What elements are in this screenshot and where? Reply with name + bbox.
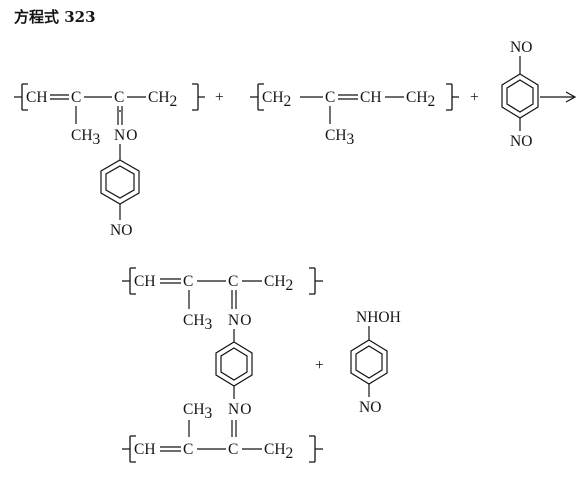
product-upper-n-oxide: NO (228, 312, 251, 329)
product-lower-ch: CH (134, 441, 156, 458)
byproduct-nitroso: NO (359, 399, 381, 416)
reactant-1-c: C (71, 89, 81, 106)
product-lower-ch3: CH3 (183, 401, 213, 422)
reactant-2-ch2a: CH2 (262, 89, 291, 110)
product-upper-ch: CH (134, 273, 156, 290)
reactant-2-right-bracket (446, 83, 459, 111)
reactant-1-left-bracket (14, 83, 28, 111)
byproduct-benzene-inner (355, 345, 383, 379)
product: CH C C CH2 CH3 NO CH3 NO CH C C CH2 (122, 267, 323, 463)
reactant-3-benzene-inner (506, 79, 534, 113)
reactant-2-c: C (325, 89, 335, 106)
product-lower-right-bracket (309, 435, 323, 463)
reactant-2: CH2 C CH CH2 CH3 (250, 83, 459, 148)
equation-title: 方程式 323 (14, 8, 96, 26)
reactant-3-no-top: NO (510, 39, 532, 56)
reactant-2-left-bracket (250, 83, 264, 111)
byproduct: NHOH NO (350, 309, 401, 416)
product-lower-n-oxide: NO (228, 401, 251, 418)
reactant-2-ch: CH (360, 89, 382, 106)
reaction-arrow (540, 91, 577, 103)
product-upper-c2: C (228, 273, 238, 290)
reactant-1-c2: C (114, 89, 124, 106)
product-lower-left-bracket (122, 435, 136, 463)
reactant-1-ch3: CH3 (71, 127, 101, 148)
reactant-1: CH C C CH2 CH3 NO NO (14, 83, 205, 239)
product-upper-left-bracket (122, 267, 136, 295)
product-upper-ch3: CH3 (183, 312, 213, 333)
plus-sign-2: + (470, 89, 479, 106)
product-upper-ch2: CH2 (264, 273, 293, 294)
reactant-1-ch2: CH2 (148, 89, 177, 110)
product-lower-c2: C (228, 441, 238, 458)
plus-sign-1: + (215, 89, 224, 106)
product-upper-c: C (183, 273, 193, 290)
plus-sign-3: + (315, 357, 324, 374)
reactant-1-nitroso: NO (110, 222, 132, 239)
reaction-arrow-head (565, 91, 577, 103)
product-upper-right-bracket (309, 267, 323, 295)
reactant-1-ch: CH (26, 89, 48, 106)
product-bridge-benzene-inner (220, 347, 248, 381)
reactant-2-ch2b: CH2 (406, 89, 435, 110)
product-lower-ch2: CH2 (264, 441, 293, 462)
reactant-2-ch3: CH3 (325, 127, 355, 148)
reactant-1-benzene-inner (105, 165, 135, 199)
reactant-3-no-bottom: NO (510, 133, 532, 150)
reactant-1-n-oxide: NO (114, 127, 137, 144)
reactant-3: NO NO (501, 39, 539, 150)
product-lower-c: C (183, 441, 193, 458)
byproduct-nhoh: NHOH (356, 309, 401, 326)
reactant-1-right-bracket (192, 83, 205, 111)
